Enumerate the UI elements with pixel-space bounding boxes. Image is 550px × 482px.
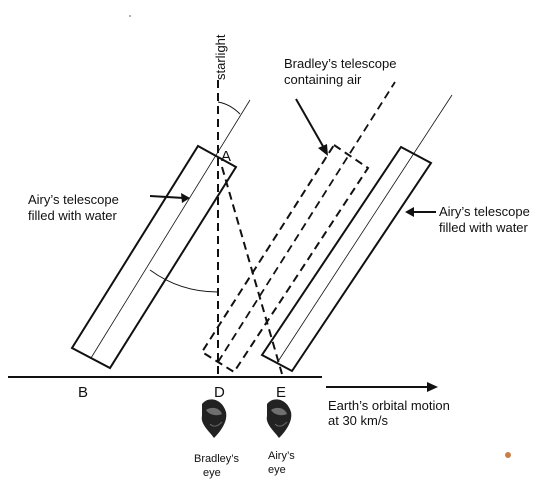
airy-telescope-left-axis: [90, 99, 251, 359]
airy-eye-label-line1: Airy’s: [268, 450, 295, 462]
bradley-eye-label-line1: Bradley’s: [194, 453, 240, 465]
airy-telescope-right: [260, 145, 433, 373]
airy-right-pointer: [405, 207, 436, 217]
bradley-eye-label-line2: eye: [203, 467, 221, 479]
point-a-label: A: [221, 148, 231, 165]
bradley-telescope-axis: [217, 81, 396, 363]
eye-icon: [266, 399, 292, 438]
airy-right-label-line1: Airy’s telescope: [439, 204, 530, 219]
refracted-ray: [221, 166, 283, 375]
motion-label-line1: Earth’s orbital motion: [328, 398, 450, 413]
motion-label-line2: at 30 km/s: [328, 413, 388, 428]
airy-left-label-line1: Airy’s telescope: [28, 192, 119, 207]
stray-dot: [129, 15, 131, 17]
bradley-label-line2: containing air: [284, 72, 362, 87]
airy-left-pointer: [149, 193, 190, 203]
stray-mark: [505, 452, 511, 458]
bradley-pointer: [295, 98, 328, 156]
point-e-label: E: [276, 384, 286, 401]
point-d-label: D: [214, 384, 225, 401]
bradley-label-line1: Bradley’s telescope: [284, 56, 397, 71]
airy-telescope-left: [70, 144, 238, 370]
starlight-label: starlight: [213, 34, 228, 80]
angle-arc-lower: [149, 269, 219, 293]
orbital-motion-arrow: [326, 382, 438, 392]
bradley-telescope: [200, 143, 370, 374]
airy-right-label-line2: filled with water: [439, 220, 529, 235]
eye-icon: [201, 399, 227, 438]
airy-telescope-right-axis: [276, 94, 453, 364]
airy-eye-label-line2: eye: [268, 464, 286, 476]
point-b-label: B: [78, 384, 88, 401]
angle-arc-top: [217, 101, 241, 115]
airy-left-label-line2: filled with water: [28, 208, 118, 223]
